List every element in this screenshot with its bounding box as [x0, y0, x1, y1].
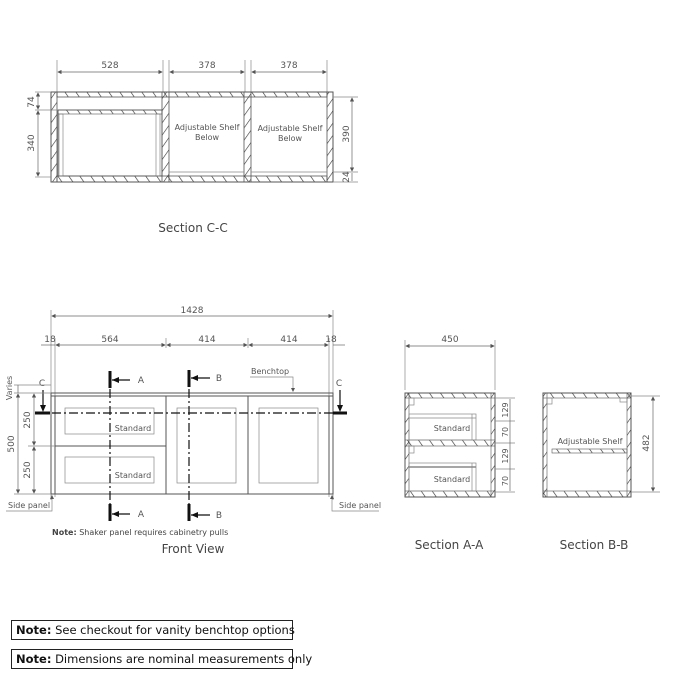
benchtop-label: Benchtop — [251, 367, 289, 376]
dim-564: 564 — [101, 335, 118, 345]
section-mark-b-bottom: B — [216, 511, 222, 521]
dim-500: 500 — [7, 435, 17, 452]
section-cc-title: Section C-C — [158, 221, 228, 235]
dim-450: 450 — [441, 335, 458, 345]
dim-378-a: 378 — [198, 61, 215, 71]
front-view-title: Front View — [162, 542, 225, 556]
aa-dim-70-a: 70 — [501, 427, 510, 437]
shelf-label-1b: Below — [195, 133, 220, 142]
dim-1428: 1428 — [181, 306, 204, 316]
shaker-note: Note: Shaker panel requires cabinetry pu… — [52, 528, 228, 537]
dim-414-b: 414 — [280, 335, 297, 345]
dim-250-top: 250 — [23, 411, 33, 428]
section-cc: 528 378 378 Adjustable Shelf Below Adjus… — [27, 60, 358, 235]
shelf-label-1: Adjustable Shelf — [175, 123, 240, 132]
bb-shelf-label: Adjustable Shelf — [558, 437, 623, 446]
dim-18-left: 18 — [44, 335, 56, 345]
section-mark-c-left: C — [39, 379, 45, 389]
section-bb: Adjustable Shelf 482 Section B-B — [542, 392, 660, 552]
side-panel-label-left: Side panel — [8, 501, 50, 510]
aa-dim-129-a: 129 — [501, 402, 510, 417]
section-mark-b-top: B — [216, 374, 222, 384]
aa-dim-70-b: 70 — [501, 476, 510, 486]
section-aa: 450 Standard Standard 129 70 129 70 — [404, 335, 515, 552]
dim-24: 24 — [342, 171, 352, 183]
dim-18-right: 18 — [325, 335, 337, 345]
shelf-label-2: Adjustable Shelf — [258, 124, 323, 133]
shelf-label-2b: Below — [278, 134, 303, 143]
drawer-label-bottom: Standard — [115, 471, 151, 480]
section-bb-title: Section B-B — [560, 538, 629, 552]
section-mark-a-top: A — [138, 376, 145, 386]
drawer-label-top: Standard — [115, 424, 151, 433]
note-nominal-dimensions: Note: Dimensions are nominal measurement… — [11, 649, 312, 669]
dim-340: 340 — [27, 134, 37, 151]
aa-drawer-label-bottom: Standard — [434, 475, 470, 484]
section-aa-title: Section A-A — [415, 538, 484, 552]
side-panel-label-right: Side panel — [339, 501, 381, 510]
section-mark-c-right: C — [336, 379, 342, 389]
dim-74: 74 — [27, 96, 37, 108]
dim-528: 528 — [101, 61, 118, 71]
bb-dim-482: 482 — [642, 434, 652, 451]
front-view: 1428 18 564 414 414 18 Standard Standard — [5, 306, 381, 556]
aa-drawer-label-top: Standard — [434, 424, 470, 433]
section-mark-a-bottom: A — [138, 510, 145, 520]
aa-dim-129-b: 129 — [501, 448, 510, 463]
dim-390: 390 — [342, 125, 352, 142]
note-benchtop-options: Note: See checkout for vanity benchtop o… — [11, 620, 295, 640]
dim-378-b: 378 — [280, 61, 297, 71]
varies-label: Varies — [5, 376, 14, 400]
dim-414-a: 414 — [198, 335, 215, 345]
dim-250-bottom: 250 — [23, 461, 33, 478]
